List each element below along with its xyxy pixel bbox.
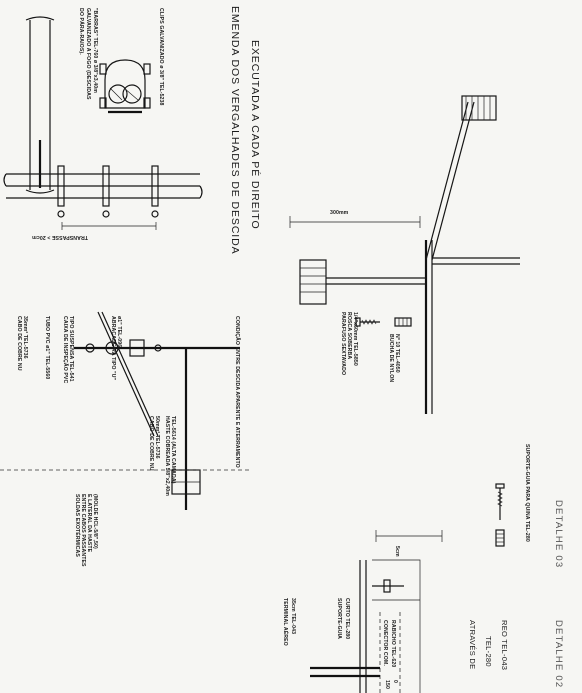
caixa-inspecao-ref: TIPO SUSPENSA TEL-541 [68,316,74,382]
haste-label: HASTE COBREADA 5/8"x2,40m [164,416,170,496]
transpasse-label: TRANSPASSE > 20cm [32,234,88,240]
bar-splice-drawing: TRANSPASSE > 20cm [3,16,203,240]
detail02-text-line3: REO TEL-043 [500,620,509,670]
tubo-pvc-label: TUBO PVC ø1" TEL-5560 [44,316,50,379]
terminal-aereo-size: 35cm TEL-043 [290,598,296,634]
nylon-anchor-icon-right [495,529,505,547]
clips-label: CLIPS GALVANIZADO ø 3/8" TEL-5238 [158,8,164,106]
solda-line4: (MOLDE HCL-5/8",50) [92,494,98,549]
abracadeira-label: ABRAÇADEIRA TIPO "U" [110,316,116,381]
suporte-guia-label: SUPORTE-GUIA [336,598,342,639]
screw-icon-right [495,483,505,520]
clip-section-drawing [99,59,151,114]
terminal-aereo-label: TERMINAL AÉREO [282,598,290,646]
air-terminal-texts: TERMINAL AÉREO 35cm TEL-043 SUPORTE-GUIA… [282,546,564,689]
suporte-guia-ref: CURTO TEL-280 [344,598,350,639]
abracadeira-ref: ø1" TEL-096 [116,316,122,347]
dim-300mm: 300mm [330,210,349,216]
bar-splice-texts: "BARRAS" TEL-760 ø 3/8"x3,40m GALVANIZAD… [78,6,262,255]
cabo-cobre-ref: 35mm² TEL-5736 [22,316,28,359]
solda-line1: SOLDAS EXOTÉRMICAS [74,494,82,557]
solda-line3: E LATERAL DA HASTE [86,494,92,553]
clip-2 [102,165,110,218]
caixa-inspecao-label: CAIXA DE INSPEÇÃO PVC [62,316,69,383]
parafuso-label: PARAFUSO SEXTAVADO [340,312,346,375]
suporte-guia-quina-label: SUPORTE-GUIA PARA QUINA TEL-280 [524,444,530,542]
solda-line2: ENTRE CABOS PASSANTES [80,494,86,567]
corner-guide-support-drawing: 300mm [289,95,520,547]
grounding-texts: CABO DE COBRE NU 35mm² TEL-5736 TUBO PVC… [16,316,241,567]
cabo-cobre2-label: CABO DE COBRE NU [148,416,154,471]
num-150: 150 [384,680,390,689]
detail02-text-line1: ATRAVÉS DE [468,620,477,669]
barras-line3: DO PÁRA-RAIOS). [78,8,85,55]
detail02-text-line2: TEL-280 [484,636,493,667]
haste-ref: TEL-5614 (ALTA CAMADA) [170,416,176,484]
barras-label: "BARRAS" TEL-760 ø 3/8"x3,40m [92,8,98,93]
bucha-label: BUCHA DE NYLON [388,334,394,382]
nylon-anchor-icon [394,317,412,327]
clip-3 [151,165,159,218]
conector-label: CONECTOR COM. [382,620,388,666]
detail03-label: DETALHE 03 [553,500,564,568]
num-0: 0 [392,680,398,683]
clip-1 [57,165,65,218]
screw-icon [355,317,380,327]
air-terminal-drawing [310,530,443,693]
dim-5cm: 5cm [394,546,400,557]
detail03-title-line2: EXECUTADA A CADA PÉ DIREITO [249,40,262,230]
barras-line2: GALVANIZADO A FOGO (DESCIDAS [85,8,91,100]
condicao-title: CONDIÇÃO ENTRE DESCIDA APARENTE E ATERRA… [234,316,241,468]
parafuso-line3: 1/4"x60mm TEL-5850 [352,312,358,366]
cabo-cobre-label: CABO DE COBRE NU [16,316,22,371]
cabo-cobre2-ref: 50mm² TEL-5736 [154,416,160,459]
rabicho-label: RABICHO TEL-620 [390,620,396,667]
detail03-title-line1: EMENDA DOS VERGALHADES DE DESCIDA [229,6,241,255]
corner-support-texts: PARAFUSO SEXTAVADO ROSCA SOBERBA 1/4"x60… [340,312,564,568]
grounding-drawing [0,311,250,510]
parafuso-line2: ROSCA SOBERBA [346,312,352,359]
detail02-label: DETALHE 02 [553,620,564,688]
bucha-line2: Nº 10 TEL-4050 [394,334,400,373]
